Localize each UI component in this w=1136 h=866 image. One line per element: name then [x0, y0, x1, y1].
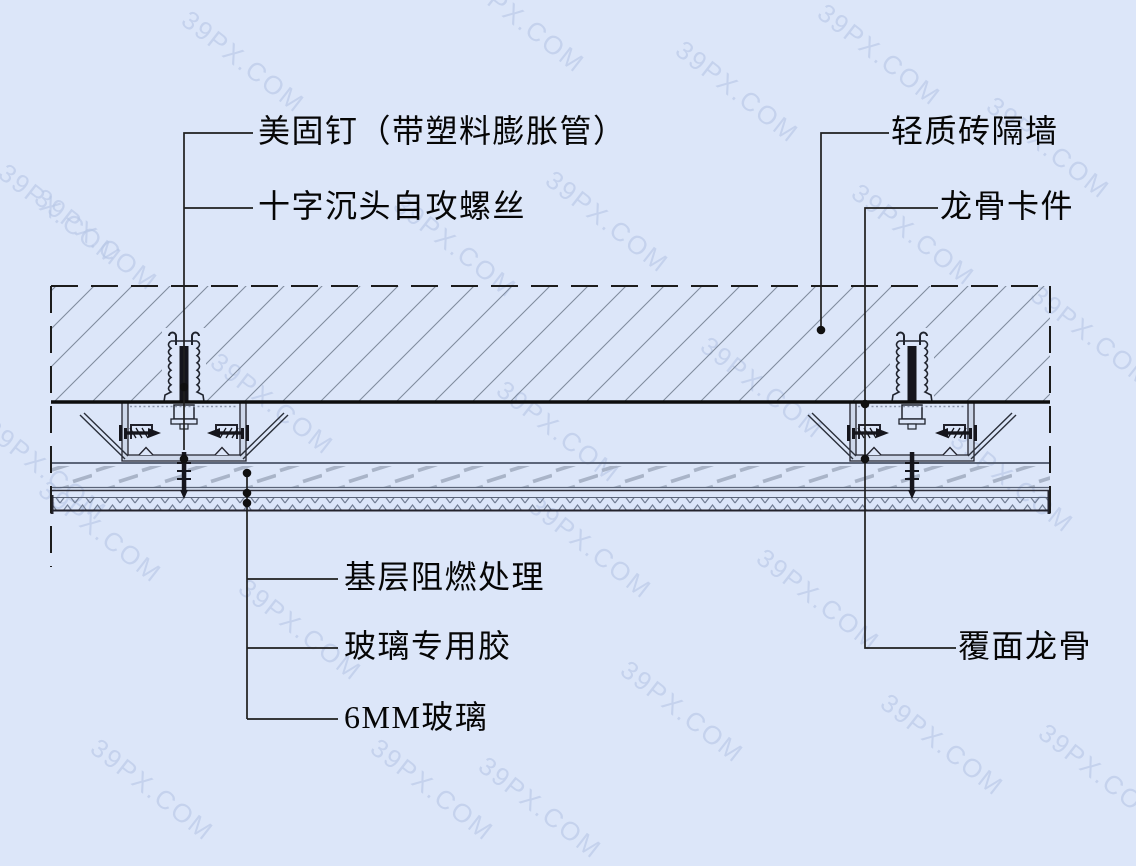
- glass-layer-zigzag: [51, 498, 1050, 510]
- base-layer-board: [51, 466, 1050, 487]
- finish-layers: [50, 462, 1051, 514]
- leader-lines: [183, 132, 956, 720]
- leader-dots: [179, 325, 870, 508]
- section-boundary-dashed: [50, 285, 1051, 567]
- section-drawing: [50, 132, 1051, 720]
- brick-wall-hatch: [51, 286, 1050, 401]
